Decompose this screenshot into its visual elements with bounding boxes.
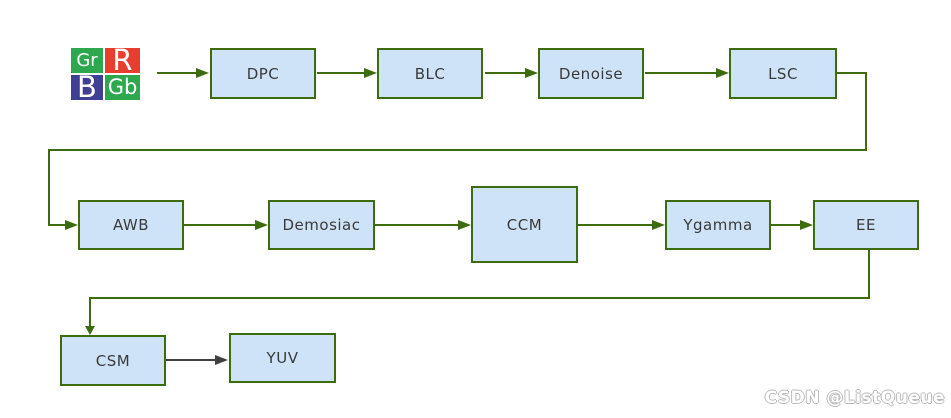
bayer-pattern-icon: Gr R B Gb	[71, 46, 140, 102]
edge-ee-csm-seg2	[89, 297, 870, 299]
edge-demosiac-ccm	[375, 224, 459, 226]
node-blc: BLC	[377, 48, 483, 99]
arrowhead-ee-csm-icon	[85, 326, 95, 335]
edge-ee-csm-seg3	[89, 297, 91, 328]
arrowhead-awb-demosiac-icon	[255, 220, 268, 230]
node-denoise: Denoise	[538, 48, 644, 99]
edge-lsc-awb-seg3	[48, 149, 867, 151]
node-yuv: YUV	[229, 333, 336, 383]
node-ygamma: Ygamma	[665, 200, 771, 250]
bayer-cell-r: R	[105, 46, 140, 75]
edge-lsc-awb-seg2	[865, 72, 867, 151]
edge-ee-csm-seg1	[868, 250, 870, 299]
node-ee: EE	[813, 200, 919, 250]
edge-lsc-awb-seg1	[837, 72, 867, 74]
edge-denoise-lsc	[645, 72, 717, 74]
edge-lsc-awb-seg4	[48, 149, 50, 226]
bayer-cell-gb: Gb	[105, 75, 140, 100]
node-demosiac: Demosiac	[268, 200, 375, 250]
edge-blc-denoise	[485, 72, 526, 74]
arrowhead-blc-denoise-icon	[525, 68, 538, 78]
edge-csm-yuv	[166, 359, 216, 361]
arrowhead-bayer-dpc-icon	[196, 68, 209, 78]
edge-awb-demosiac	[184, 224, 256, 226]
arrowhead-demosiac-ccm-icon	[458, 220, 471, 230]
node-csm: CSM	[60, 335, 166, 386]
arrowhead-lsc-awb-icon	[65, 220, 78, 230]
node-dpc: DPC	[210, 48, 316, 99]
node-awb: AWB	[78, 200, 184, 250]
watermark-text: CSDN @ListQueue	[764, 388, 945, 408]
edge-bayer-dpc	[157, 72, 197, 74]
bayer-cell-gr: Gr	[71, 48, 103, 73]
arrowhead-denoise-lsc-icon	[716, 68, 729, 78]
arrowhead-ygamma-ee-icon	[800, 220, 813, 230]
edge-ygamma-ee	[771, 224, 801, 226]
edge-lsc-awb-seg5	[48, 224, 66, 226]
edge-dpc-blc	[317, 72, 365, 74]
node-lsc: LSC	[729, 48, 837, 99]
arrowhead-dpc-blc-icon	[364, 68, 377, 78]
arrowhead-ccm-ygamma-icon	[652, 220, 665, 230]
edge-ccm-ygamma	[578, 224, 653, 226]
arrowhead-csm-yuv-icon	[215, 355, 228, 365]
node-ccm: CCM	[471, 186, 578, 263]
bayer-cell-b: B	[71, 73, 103, 102]
